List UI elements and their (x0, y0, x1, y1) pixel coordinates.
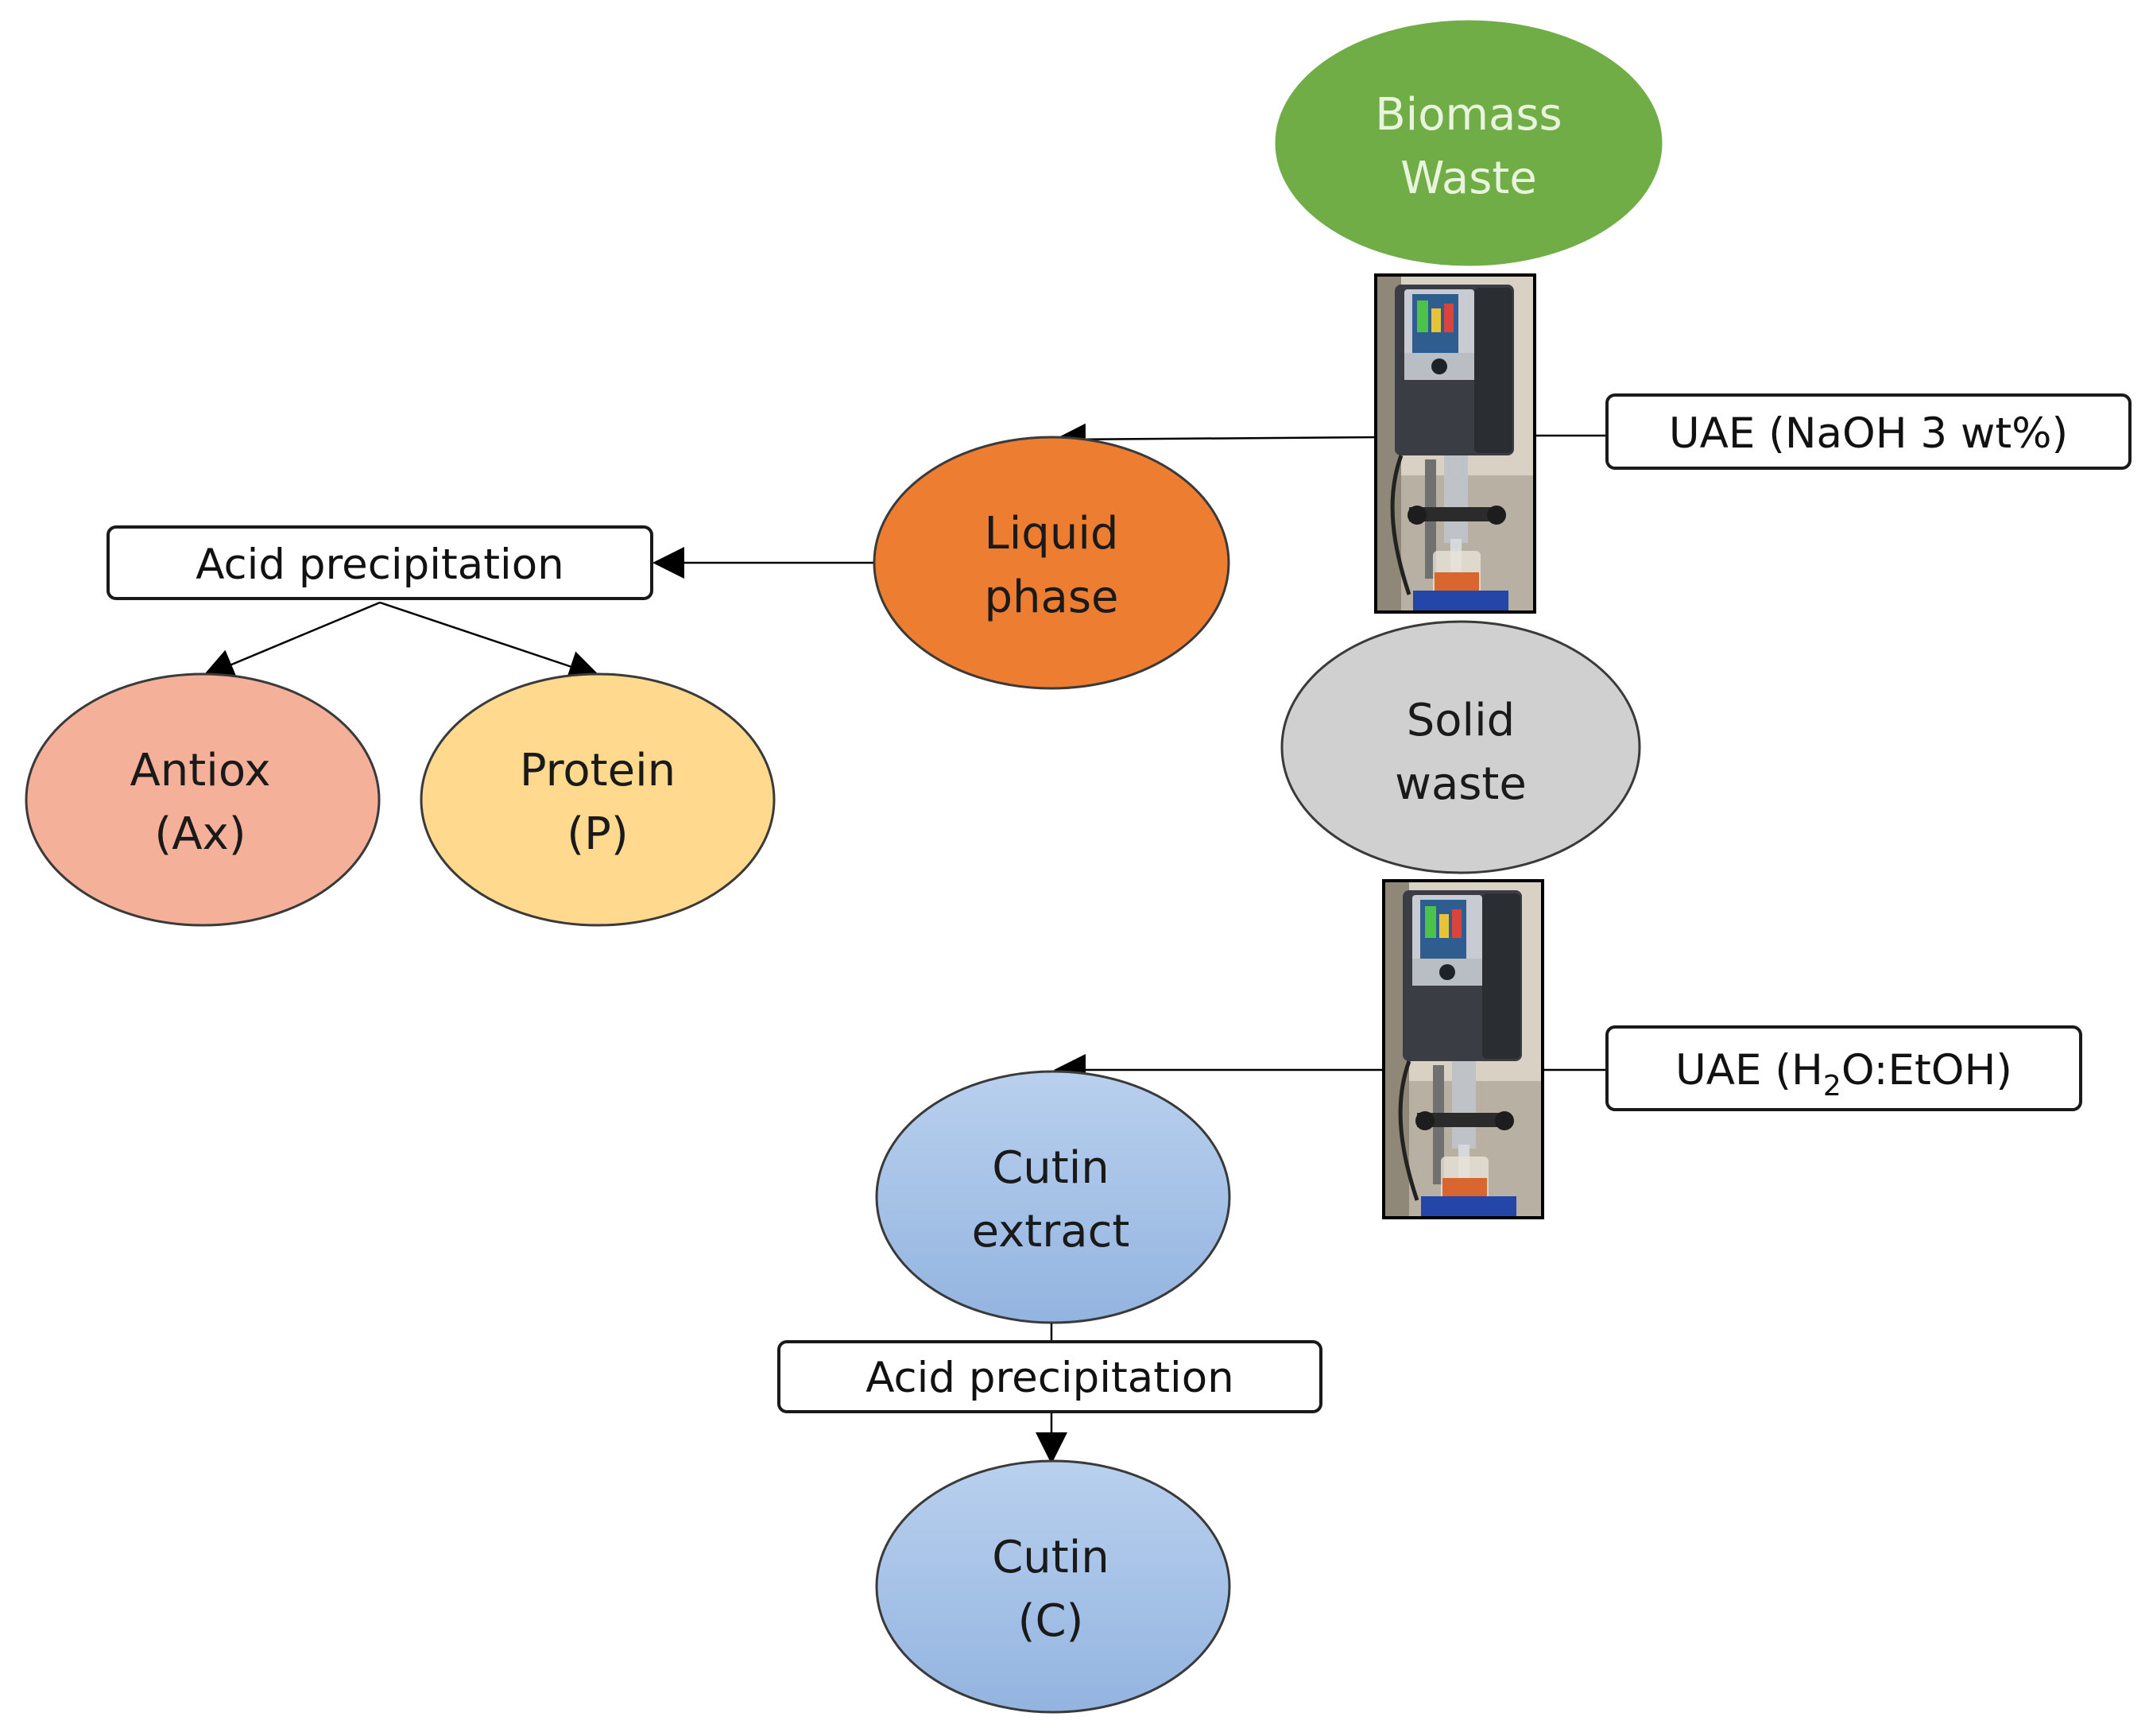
node-cutin-extract-line1: Cutin (992, 1142, 1109, 1194)
node-biomass-line1: Biomass (1375, 89, 1562, 141)
node-solid-line2: waste (1395, 758, 1527, 810)
node-cutin-extract-line2: extract (972, 1206, 1130, 1257)
ultrasonic-homogenizer-icon-top (1374, 273, 1536, 614)
node-biomass-line2: Waste (1400, 153, 1537, 204)
node-protein: Protein (P) (420, 672, 776, 927)
box-acid-precipitation-bottom: Acid precipitation (777, 1340, 1322, 1413)
node-solid-waste: Solid waste (1280, 620, 1641, 874)
node-antiox-line1: Antiox (130, 745, 271, 796)
box-acid-precipitation-top-label: Acid precipitation (196, 541, 564, 589)
node-cutin-line1: Cutin (992, 1532, 1109, 1583)
node-protein-line1: Protein (520, 745, 676, 796)
node-solid-line1: Solid (1407, 695, 1515, 746)
node-cutin-line2: (C) (1018, 1595, 1084, 1647)
box-uae-naoh-label: UAE (NaOH 3 wt%) (1669, 409, 2068, 458)
ultrasonic-homogenizer-icon-bottom (1382, 879, 1544, 1219)
node-protein-line2: (P) (567, 808, 628, 860)
node-antiox-line2: (Ax) (154, 808, 246, 860)
box-uae-naoh: UAE (NaOH 3 wt%) (1605, 393, 2132, 470)
box-uae-h2o-etoh: UAE (H2O:EtOH) (1605, 1025, 2082, 1111)
box-uae-h2o-subscript: 2 (1823, 1070, 1841, 1102)
box-uae-h2o-suffix: O:EtOH) (1841, 1046, 2012, 1095)
box-acid-precipitation-bottom-label: Acid precipitation (865, 1354, 1234, 1402)
box-uae-h2o-prefix: UAE (H (1675, 1046, 1823, 1095)
box-uae-h2o-label: UAE (H2O:EtOH) (1675, 1046, 2012, 1102)
node-cutin-extract: Cutin extract (875, 1070, 1231, 1324)
node-antiox: Antiox (Ax) (25, 672, 381, 927)
connector-apparatus1-to-liquid (1054, 423, 1380, 455)
node-liquid-line2: phase (985, 572, 1119, 623)
node-cutin: Cutin (C) (875, 1459, 1231, 1714)
connector-acid-to-antiox (202, 601, 381, 680)
node-biomass-waste: Biomass Waste (1275, 20, 1663, 266)
box-acid-precipitation-top: Acid precipitation (106, 525, 653, 600)
node-liquid-phase: Liquid phase (873, 436, 1230, 690)
node-liquid-line1: Liquid (985, 508, 1119, 560)
connector-acid-to-protein (379, 601, 601, 682)
